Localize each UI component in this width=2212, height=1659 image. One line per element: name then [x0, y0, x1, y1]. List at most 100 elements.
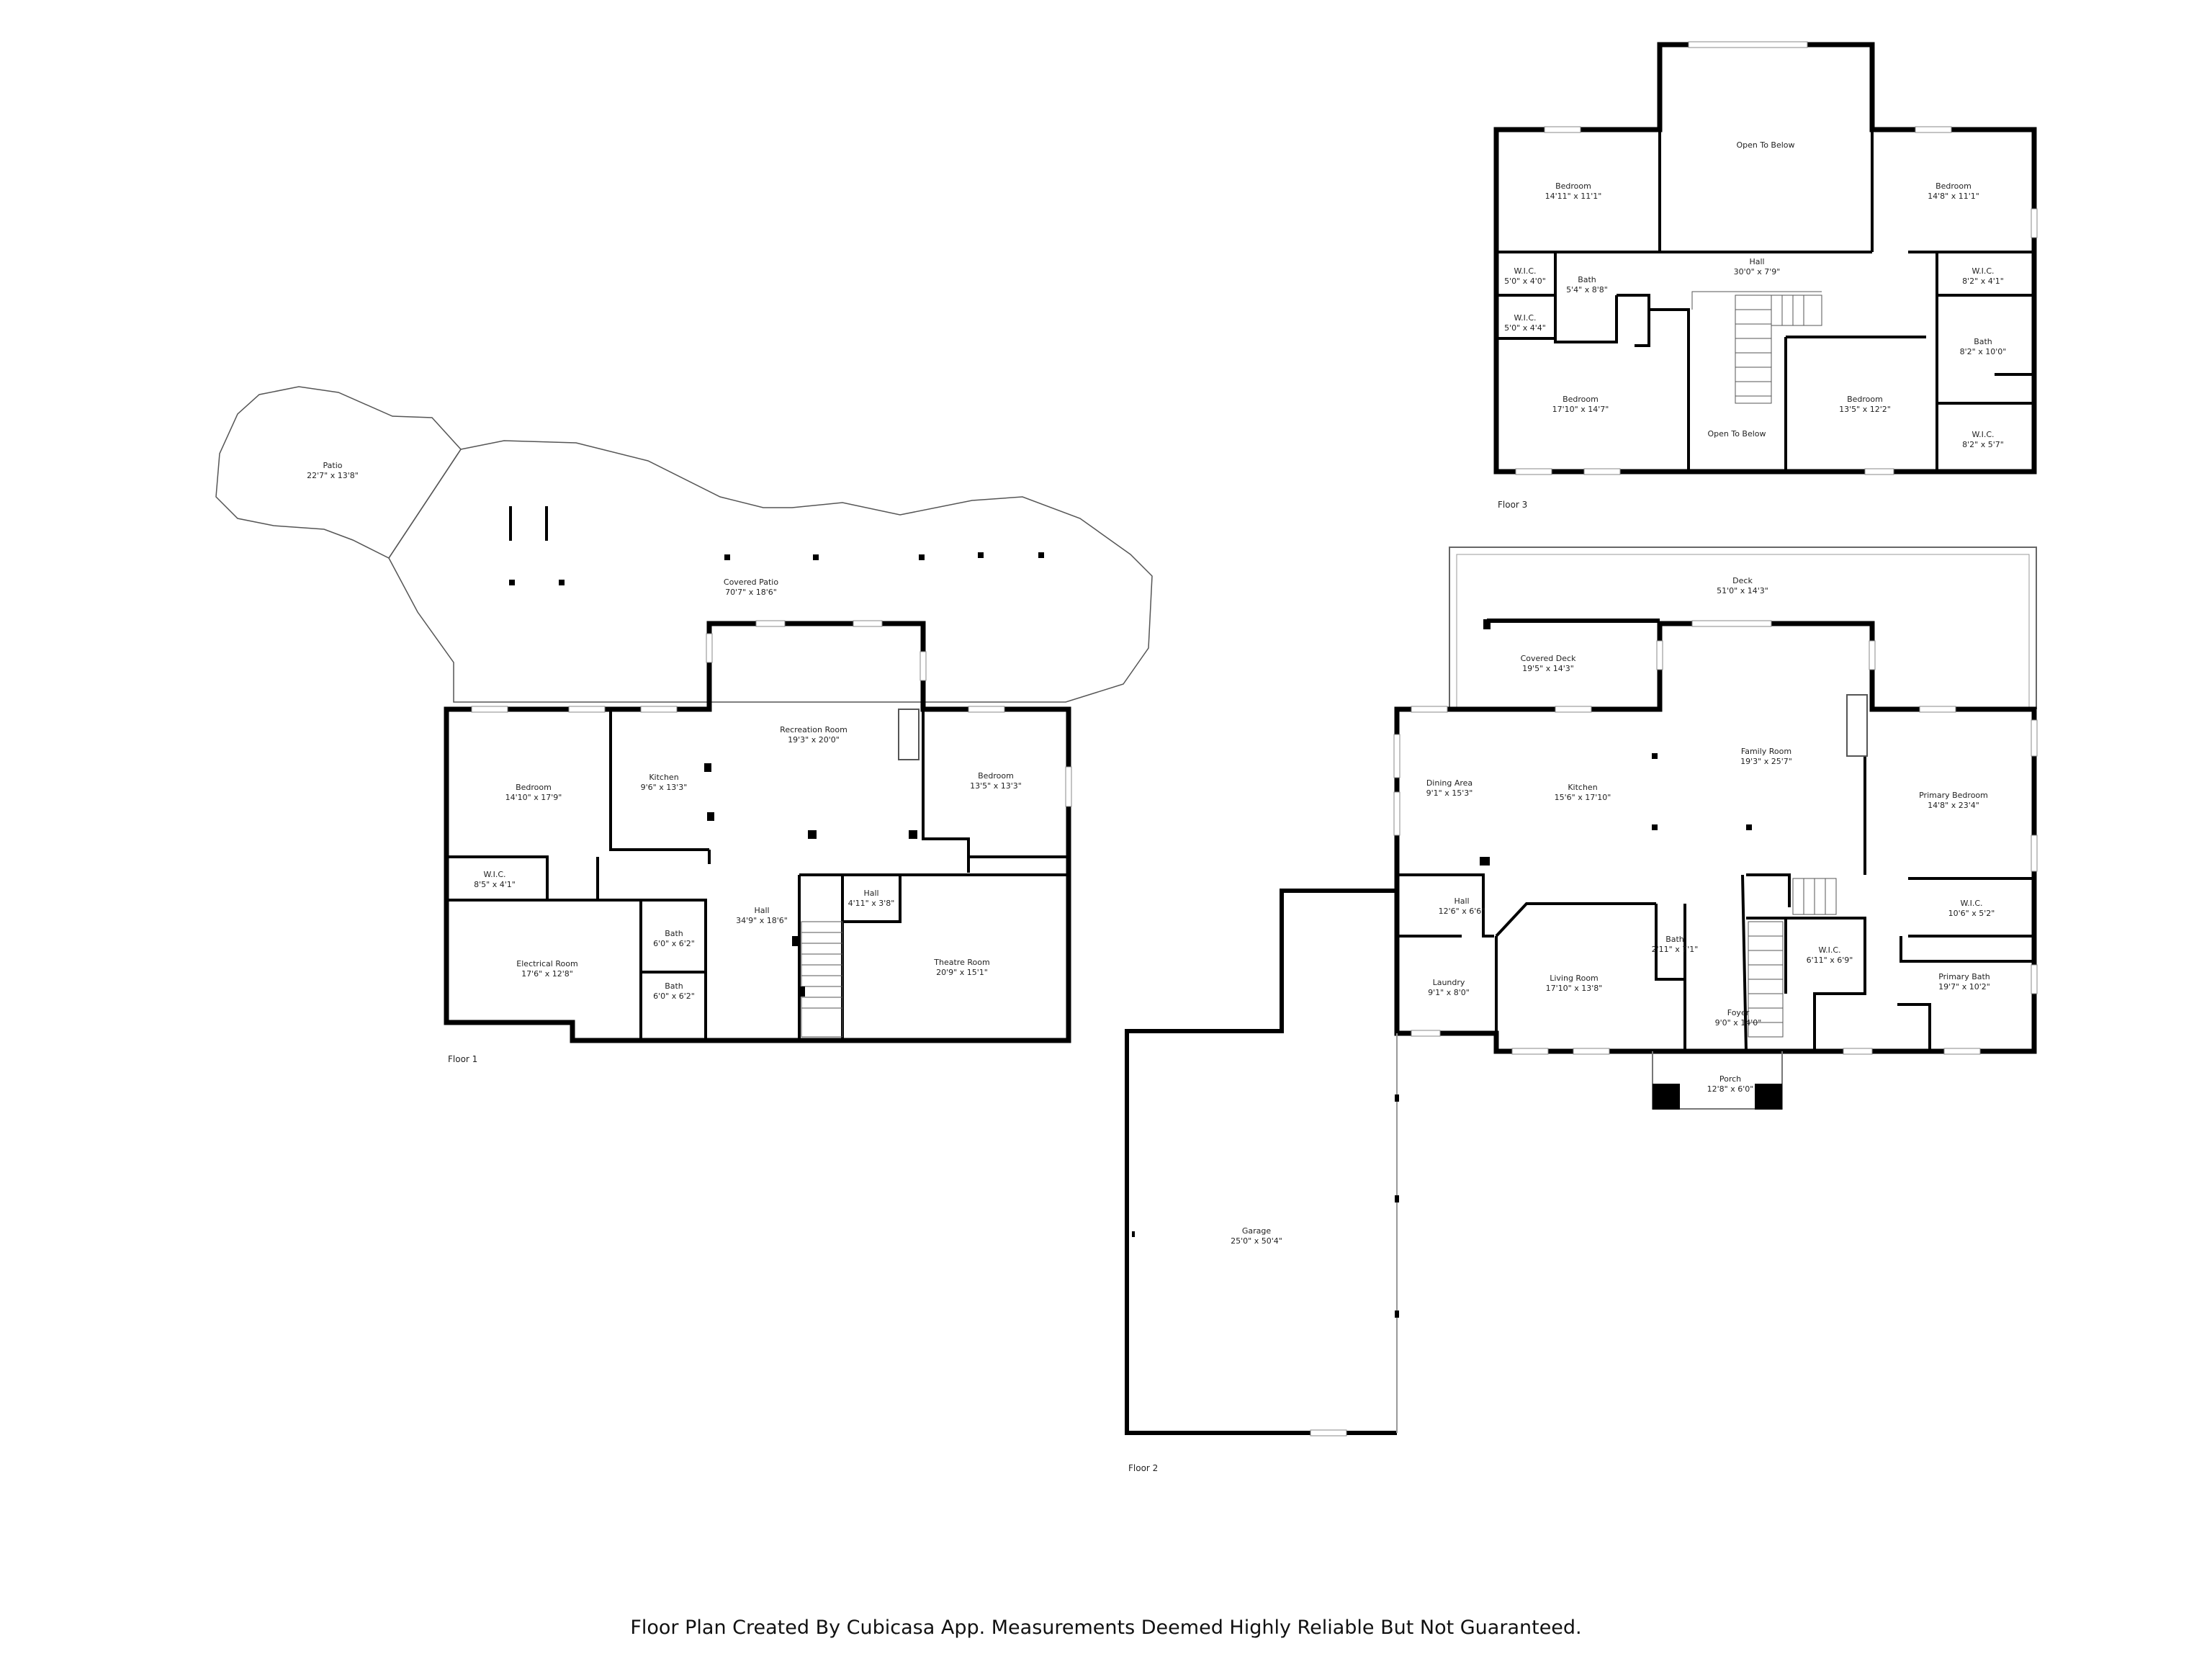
room-name: Bedroom — [1563, 395, 1599, 404]
room-name: Family Room — [1741, 747, 1791, 756]
floor-3-windows — [1515, 41, 2038, 475]
room-dim: 70'7" x 18'6" — [725, 588, 777, 597]
room-name: W.I.C. — [1972, 266, 1994, 276]
room-name: Kitchen — [649, 773, 678, 782]
room-dim: 9'1" x 15'3" — [1426, 788, 1473, 798]
room-dim: 30'0" x 7'9" — [1734, 267, 1781, 276]
room-name: Laundry — [1433, 978, 1465, 987]
room-name: Primary Bedroom — [1919, 791, 1988, 800]
floor-2-stairs — [1748, 878, 1837, 1038]
floor-label: Floor 2 — [1128, 1463, 1158, 1473]
covered-patio-outline — [388, 440, 1153, 703]
floor-2-labels: Deck 51'0" x 14'3" Covered Deck 19'5" x … — [1128, 576, 1995, 1473]
room-name: Bath — [665, 981, 683, 991]
room-name: Kitchen — [1568, 783, 1597, 792]
floor-2-windows — [1310, 620, 2038, 1437]
room-name: Hall — [1749, 257, 1764, 266]
floor-1-labels: Patio 22'7" x 13'8" Covered Patio 70'7" … — [307, 461, 1022, 1064]
room-name: Bedroom — [1847, 395, 1883, 404]
floor-3: Open To Below Bedroom 14'11" x 11'1" Bed… — [1493, 41, 2038, 510]
floor-2: Deck 51'0" x 14'3" Covered Deck 19'5" x … — [1125, 547, 2038, 1473]
room-dim: 17'6" x 12'8" — [521, 969, 573, 979]
floor-label: Floor 1 — [448, 1054, 477, 1064]
garage-markers — [1132, 1094, 1399, 1318]
room-name: Deck — [1732, 576, 1753, 585]
room-name: Dining Area — [1426, 778, 1473, 788]
room-name: W.I.C. — [1514, 266, 1536, 276]
room-dim: 19'3" x 20'0" — [788, 735, 840, 745]
room-dim: 19'3" x 25'7" — [1740, 757, 1792, 766]
room-dim: 20'9" x 15'1" — [936, 968, 988, 977]
room-name: Living Room — [1550, 974, 1599, 983]
room-dim: 14'11" x 11'1" — [1545, 192, 1602, 201]
fireplace — [1846, 694, 1868, 757]
room-name: Bath — [1578, 275, 1596, 284]
room-dim: 51'0" x 14'3" — [1717, 586, 1768, 595]
room-dim: 10'6" x 5'2" — [1948, 909, 1995, 918]
room-dim: 9'1" x 8'0" — [1428, 988, 1470, 997]
room-name: Hall — [1454, 896, 1469, 906]
room-name: Recreation Room — [780, 725, 848, 734]
room-dim: 14'8" x 11'1" — [1928, 192, 1979, 201]
floor-1-stairs — [801, 921, 843, 1038]
room-dim: 14'10" x 17'9" — [505, 793, 562, 802]
room-name: Bath — [665, 929, 683, 938]
room-dim: 9'6" x 13'3" — [641, 783, 688, 792]
room-dim: 6'0" x 6'2" — [653, 992, 695, 1001]
room-name: Covered Deck — [1521, 654, 1577, 663]
room-dim: 22'7" x 13'8" — [307, 471, 359, 480]
deck-post — [1483, 619, 1491, 629]
patio-posts — [509, 506, 1044, 585]
room-dim: 14'8" x 23'4" — [1928, 801, 1979, 810]
room-dim: 5'0" x 4'0" — [1504, 276, 1546, 286]
room-dim: 5'4" x 8'8" — [1566, 285, 1608, 295]
room-dim: 8'5" x 4'1" — [474, 880, 516, 889]
floor-3-labels: Open To Below Bedroom 14'11" x 11'1" Bed… — [1498, 140, 2006, 510]
room-dim: 17'10" x 14'7" — [1552, 405, 1609, 414]
room-dim: 34'9" x 18'6" — [736, 916, 788, 925]
porch-post — [1653, 1084, 1680, 1110]
room-dim: 12'6" x 6'6" — [1439, 907, 1485, 916]
room-dim: 6'0" x 6'2" — [653, 939, 695, 948]
floor-1-windows — [471, 620, 1072, 807]
room-name: Foyer — [1727, 1008, 1750, 1017]
deck-inner — [1456, 554, 2030, 709]
room-dim: 15'6" x 17'10" — [1555, 793, 1611, 802]
room-name: Bath — [1974, 337, 1992, 346]
room-name: W.I.C. — [483, 870, 505, 879]
room-name: Bedroom — [1555, 181, 1591, 191]
room-name: W.I.C. — [1818, 945, 1840, 955]
room-name: W.I.C. — [1960, 899, 1982, 908]
floor-label: Floor 3 — [1498, 500, 1527, 510]
room-dim: 13'5" x 13'3" — [970, 781, 1022, 791]
room-name: Primary Bath — [1938, 972, 1990, 981]
room-name: Open To Below — [1736, 140, 1794, 150]
room-dim: 9'0" x 14'0" — [1715, 1018, 1762, 1028]
floor-1: Patio 22'7" x 13'8" Covered Patio 70'7" … — [215, 386, 1153, 1064]
room-name: W.I.C. — [1972, 430, 1994, 439]
garage-wall — [1125, 889, 1397, 1435]
room-dim: 12'8" x 6'0" — [1707, 1084, 1754, 1094]
disclaimer-caption: Floor Plan Created By Cubicasa App. Meas… — [630, 1617, 1582, 1639]
fireplace — [898, 709, 920, 760]
room-dim: 19'7" x 10'2" — [1938, 982, 1990, 992]
floor-1-columns — [704, 763, 917, 997]
room-name: Bath — [1665, 935, 1684, 944]
room-name: Electrical Room — [516, 959, 577, 968]
floor-1-interior-walls — [446, 709, 1069, 1040]
floor-3-interior-walls — [1496, 130, 2034, 472]
floor-3-stairs — [1691, 291, 1822, 404]
floor-2-columns — [1480, 753, 1752, 866]
porch-post — [1755, 1084, 1782, 1110]
patio-outline — [215, 386, 462, 559]
room-dim: 17'10" x 13'8" — [1546, 984, 1603, 993]
room-dim: 19'5" x 14'3" — [1522, 664, 1574, 673]
room-name: Bedroom — [516, 783, 552, 792]
room-name: Theatre Room — [933, 958, 989, 967]
room-name: Bedroom — [978, 771, 1014, 781]
room-dim: 8'2" x 5'7" — [1962, 440, 2004, 449]
room-name: Open To Below — [1707, 429, 1766, 439]
room-dim: 25'0" x 50'4" — [1231, 1236, 1282, 1246]
floor-2-interior-walls — [1397, 709, 2034, 1052]
